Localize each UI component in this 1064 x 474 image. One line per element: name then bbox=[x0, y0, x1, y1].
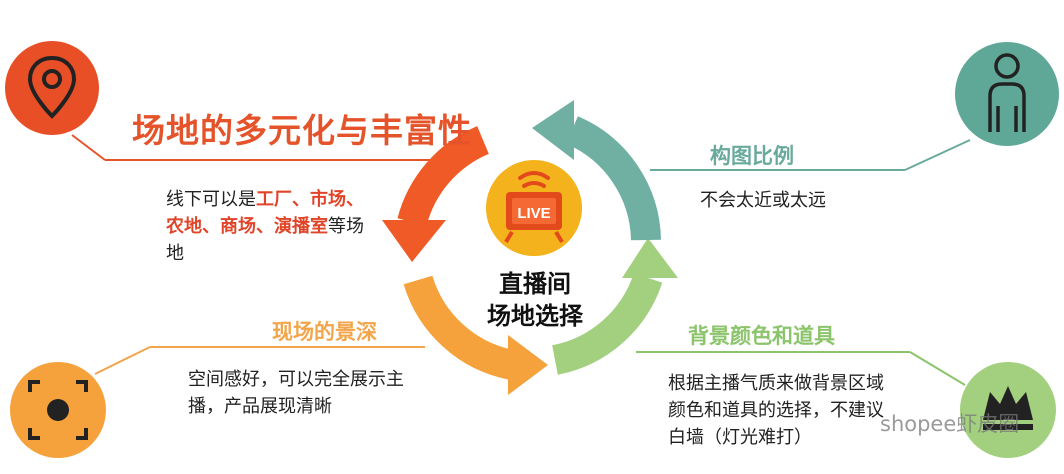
teal-arrow-segment bbox=[565, 116, 661, 241]
green-arrow-head bbox=[622, 238, 678, 278]
person-icon bbox=[955, 42, 1059, 146]
center-title-line2: 场地选择 bbox=[487, 302, 583, 330]
venue-desc-highlight: 工厂、市场、农地、商场、演播室 bbox=[166, 189, 364, 237]
depth-title: 现场的景深 bbox=[272, 320, 377, 344]
depth-connector-line bbox=[94, 346, 151, 375]
composition-description: 不会太近或太远 bbox=[700, 190, 826, 211]
center-title: 直播间 场地选择 bbox=[470, 268, 600, 332]
composition-diagonal-line bbox=[904, 139, 971, 171]
teal-arrow-head bbox=[532, 100, 574, 160]
crown-icon bbox=[960, 362, 1056, 458]
camera-focus-icon bbox=[10, 362, 106, 458]
background-description: 根据主播气质来做背景区域颜色和道具的选择，不建议白墙（灯光难打） bbox=[668, 373, 884, 448]
venue-desc-prefix: 线下可以是 bbox=[166, 189, 256, 210]
live-label: LIVE bbox=[517, 205, 550, 222]
venue-description: 线下可以是工厂、市场、农地、商场、演播室等场地 bbox=[166, 186, 381, 267]
red-arrow-head bbox=[382, 220, 446, 262]
venue-desc-suffix: 等场地 bbox=[166, 216, 364, 264]
depth-description: 空间感好，可以完全展示主播，产品展现清晰 bbox=[188, 369, 404, 417]
location-pin-icon bbox=[5, 41, 99, 135]
green-arrow-segment bbox=[551, 272, 663, 375]
red-arrow-segment bbox=[397, 126, 490, 227]
background-diagonal-line bbox=[909, 351, 966, 386]
composition-title: 构图比例 bbox=[710, 144, 794, 168]
venue-title: 场地的多元化与丰富性 bbox=[132, 111, 472, 150]
live-tv-icon: LIVE bbox=[486, 160, 582, 256]
orange-arrow-segment bbox=[403, 275, 516, 380]
watermark: shopee虾皮圈 bbox=[880, 412, 1020, 436]
orange-arrow-head bbox=[508, 335, 548, 395]
center-title-line1: 直播间 bbox=[499, 270, 571, 298]
background-title: 背景颜色和道具 bbox=[688, 324, 835, 348]
venue-connector-line bbox=[71, 134, 106, 161]
